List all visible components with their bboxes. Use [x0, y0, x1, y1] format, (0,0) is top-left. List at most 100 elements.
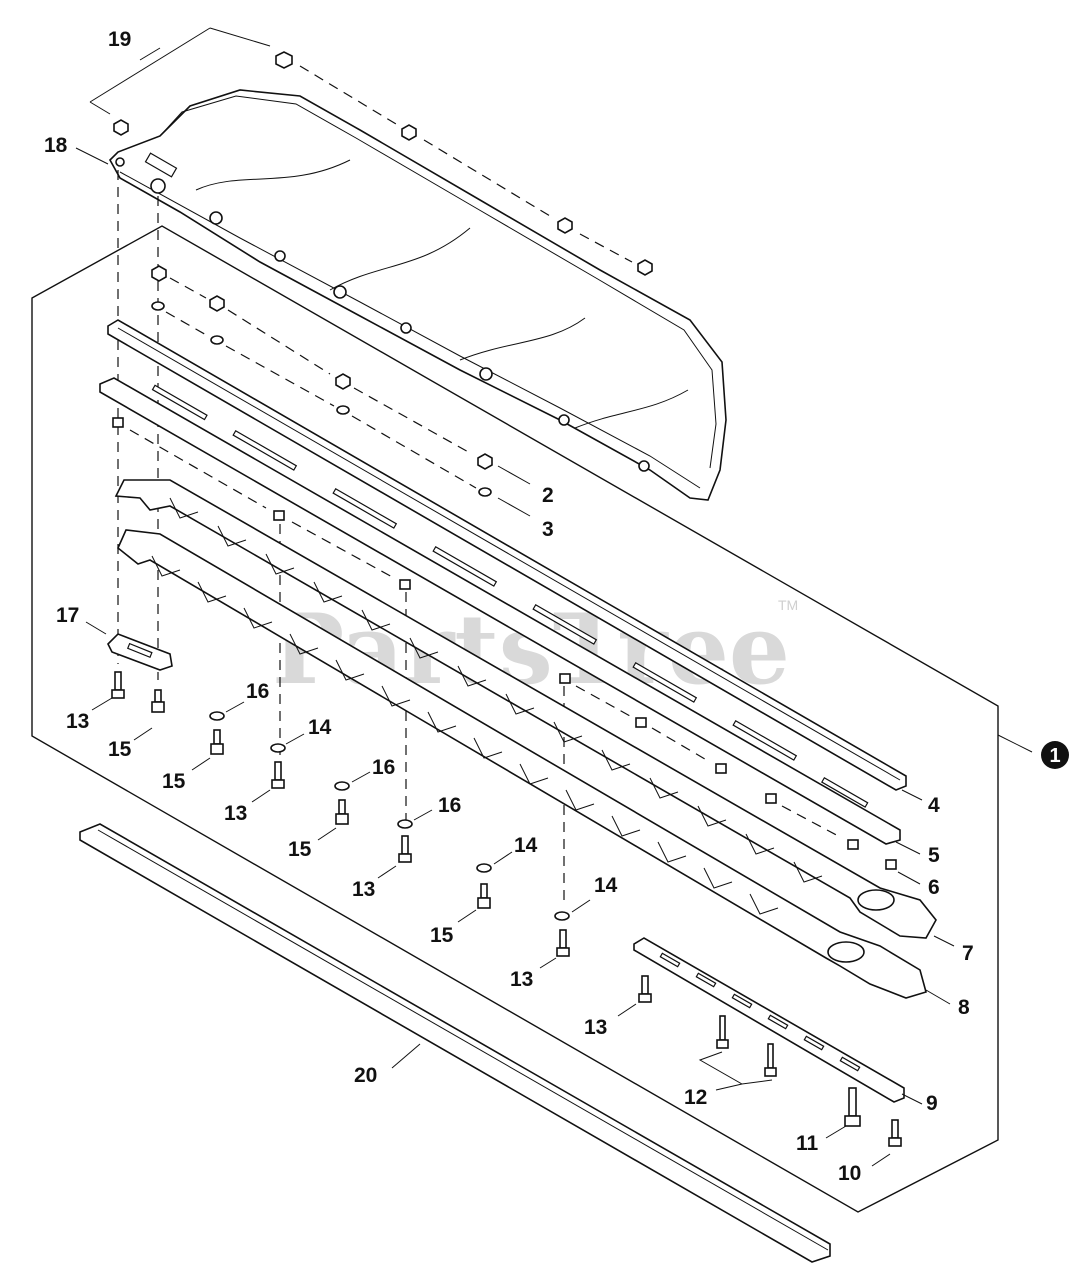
leader-11 — [825, 1125, 847, 1139]
bolt-15a — [151, 689, 165, 713]
nut-icon — [151, 265, 167, 282]
dash-6b — [291, 521, 395, 579]
label-13a: 13 — [66, 710, 89, 733]
label-12: 12 — [684, 1086, 707, 1109]
label-5: 5 — [928, 844, 940, 867]
dash-3a — [165, 311, 209, 337]
dash-6c — [575, 685, 631, 717]
plate-slot — [632, 661, 698, 703]
cover-hole — [558, 414, 570, 426]
leader-16a — [225, 701, 245, 713]
cover-rib — [574, 389, 689, 429]
nut-icon — [401, 124, 417, 141]
label-8: 8 — [958, 996, 970, 1019]
plate-slot — [732, 719, 798, 761]
square-nut-icon — [112, 417, 124, 428]
square-nut-icon — [273, 510, 285, 521]
leader-6 — [897, 871, 921, 885]
plate-slot — [731, 993, 753, 1009]
leader-4 — [901, 789, 923, 801]
nut-icon — [557, 217, 573, 234]
cover-rib — [329, 227, 471, 291]
bolt-15b — [210, 729, 224, 755]
dash-3b — [225, 345, 335, 407]
label-13b: 13 — [224, 802, 247, 825]
dash-6e — [781, 805, 843, 839]
label-18: 18 — [44, 134, 68, 157]
label-15c: 15 — [288, 838, 312, 861]
dash-6d — [651, 727, 711, 763]
cover-inner-rim — [159, 95, 717, 469]
leader-5 — [895, 841, 921, 855]
label-13c: 13 — [352, 878, 375, 901]
leader-13d — [539, 957, 557, 969]
label-19: 19 — [108, 28, 131, 51]
leader-13c — [377, 865, 397, 879]
dash-19c — [579, 233, 633, 263]
label-7: 7 — [962, 942, 974, 965]
label-2: 2 — [542, 484, 554, 507]
leader-8 — [925, 989, 951, 1005]
label-16c: 16 — [438, 794, 461, 817]
label-10: 10 — [838, 1162, 861, 1185]
label-9: 9 — [926, 1092, 938, 1115]
leader-13e — [617, 1003, 637, 1017]
dash-2c — [353, 387, 473, 455]
square-nut-icon — [635, 717, 647, 728]
plate-slot — [803, 1035, 825, 1051]
plate-outline — [99, 377, 901, 845]
plate-slot — [821, 776, 869, 808]
nut-icon — [637, 259, 653, 276]
square-nut-icon — [847, 839, 859, 850]
leader-19-top — [209, 27, 271, 47]
nut-icon — [113, 119, 129, 136]
leader-2 — [497, 465, 531, 485]
plate-slot — [232, 429, 298, 471]
washer-icon — [270, 743, 286, 753]
leader-16b — [351, 771, 371, 783]
leader-18 — [75, 147, 109, 165]
leader-17 — [85, 621, 107, 635]
screw-11 — [844, 1087, 861, 1127]
square-nut-icon — [765, 793, 777, 804]
leader-20 — [391, 1043, 421, 1069]
cover-hole — [274, 250, 286, 262]
cover-hole — [115, 157, 125, 167]
leader-13b — [251, 789, 271, 803]
nut-icon — [477, 453, 493, 470]
leader-12-bracket — [698, 1051, 773, 1085]
cover-rib — [195, 159, 351, 191]
plate-slot — [659, 952, 681, 968]
leader-14b — [493, 851, 513, 865]
bolt-13c — [398, 835, 412, 863]
leader-14a — [285, 733, 305, 745]
strip-outline — [79, 823, 831, 1263]
leader-13a — [91, 697, 113, 711]
plate-slot — [767, 1014, 789, 1030]
label-17: 17 — [56, 604, 79, 627]
label-14b: 14 — [514, 834, 538, 857]
dash-19b — [423, 139, 551, 217]
bracket-slot — [126, 642, 153, 659]
plate-slot — [332, 487, 398, 529]
bolt-15d — [477, 883, 491, 909]
leader-7 — [933, 935, 955, 947]
cover-hole — [479, 367, 493, 381]
leader-19-bottom — [89, 101, 111, 115]
cover-rib — [459, 317, 586, 361]
dash-3c — [351, 415, 477, 489]
leader-15a — [133, 727, 153, 741]
square-nut-icon — [559, 673, 571, 684]
leader-15b — [191, 757, 211, 771]
leader-15d — [457, 909, 477, 923]
plate-slot — [432, 545, 498, 587]
blade-outline — [114, 479, 937, 939]
screws-12 — [716, 1015, 777, 1077]
leader-12 — [715, 1083, 743, 1091]
assembly-callout-number: 1 — [1049, 745, 1060, 767]
dash-6a — [129, 429, 267, 509]
blade-tab — [827, 941, 865, 963]
washer-icon — [334, 781, 350, 791]
